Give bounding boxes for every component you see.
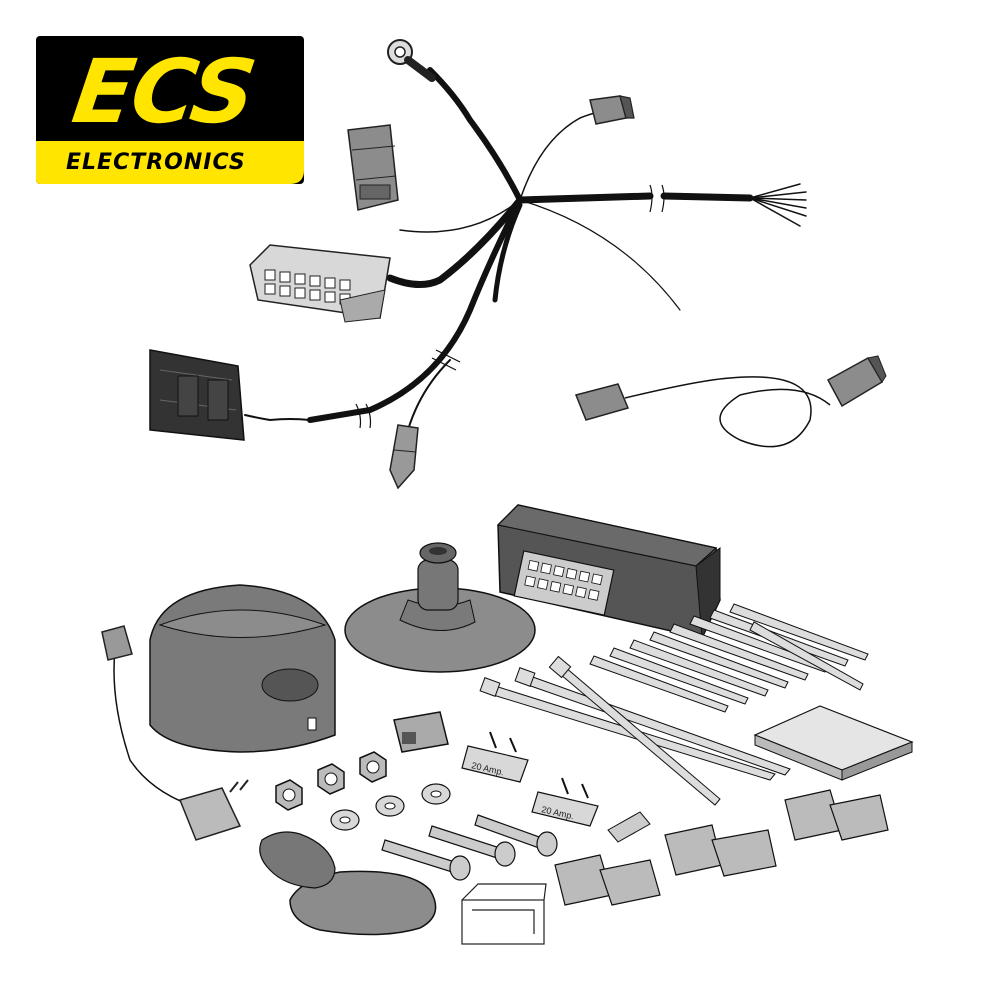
ring-terminal	[387, 39, 436, 82]
fuse-holder	[393, 711, 449, 753]
spade-terminal	[607, 811, 651, 843]
control-module	[496, 504, 721, 640]
bullet-connector	[389, 424, 419, 490]
socket-lead	[101, 625, 249, 841]
black-vehicle-connector	[149, 349, 245, 441]
cable-ties	[479, 603, 869, 806]
ecs-logo: ECS ELECTRONICS	[36, 36, 304, 184]
logo-subtitle: ELECTRONICS	[66, 150, 246, 175]
fuse-2: 20 Amp.	[531, 777, 599, 827]
white-multipin-connector	[249, 244, 391, 323]
bolts	[381, 814, 558, 881]
adhesive-pad	[753, 705, 914, 781]
cable-break-marks	[355, 184, 665, 429]
small-plug-connector	[589, 95, 635, 125]
logo-background	[36, 36, 304, 184]
fuse-1: 20 Amp.	[461, 731, 529, 783]
trailer-socket	[149, 584, 336, 753]
scotchlok-connectors	[554, 789, 889, 906]
rubber-boot	[259, 831, 437, 936]
extension-cable	[574, 355, 887, 448]
wiring-harness	[244, 67, 807, 431]
socket-gasket-plate	[344, 542, 536, 673]
spring-washers	[330, 783, 451, 831]
vertical-connector	[347, 124, 399, 211]
clear-storage-box	[461, 883, 547, 945]
